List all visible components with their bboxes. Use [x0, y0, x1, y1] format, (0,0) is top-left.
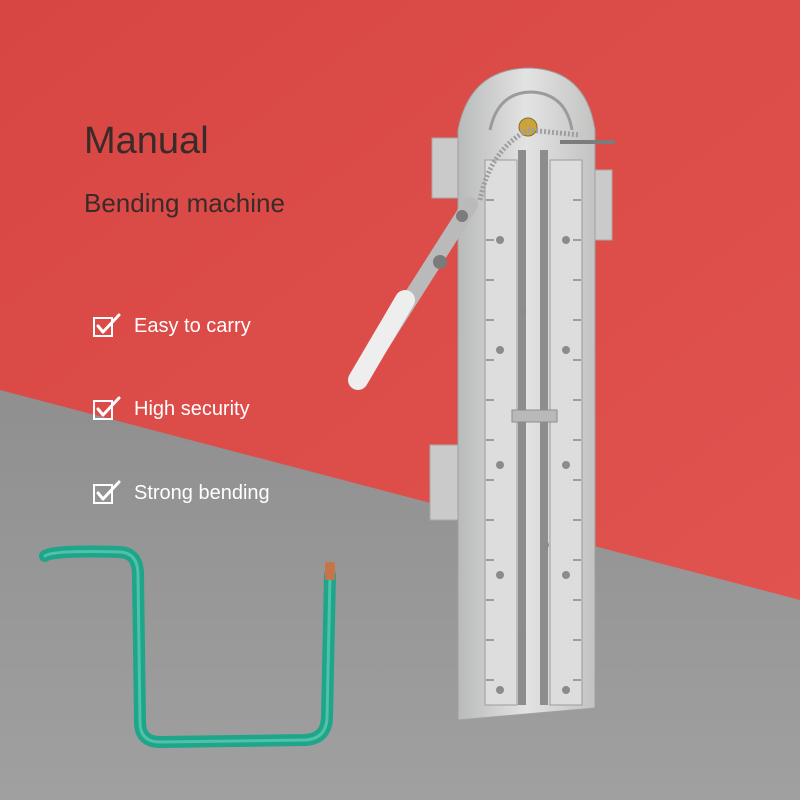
feature-item: Strong bending [92, 477, 270, 509]
page-subtitle: Bending machine [84, 188, 285, 218]
page-title: Manual [84, 120, 209, 162]
checkbox-check-icon [93, 313, 121, 337]
feature-label: Strong bending [134, 481, 270, 504]
feature-label: Easy to carry [134, 314, 251, 337]
checkbox-check-icon [93, 396, 121, 420]
feature-item: Easy to carry [92, 310, 251, 342]
checkbox-check-icon [93, 480, 121, 504]
feature-item: High security [92, 393, 250, 425]
feature-label: High security [134, 397, 250, 420]
